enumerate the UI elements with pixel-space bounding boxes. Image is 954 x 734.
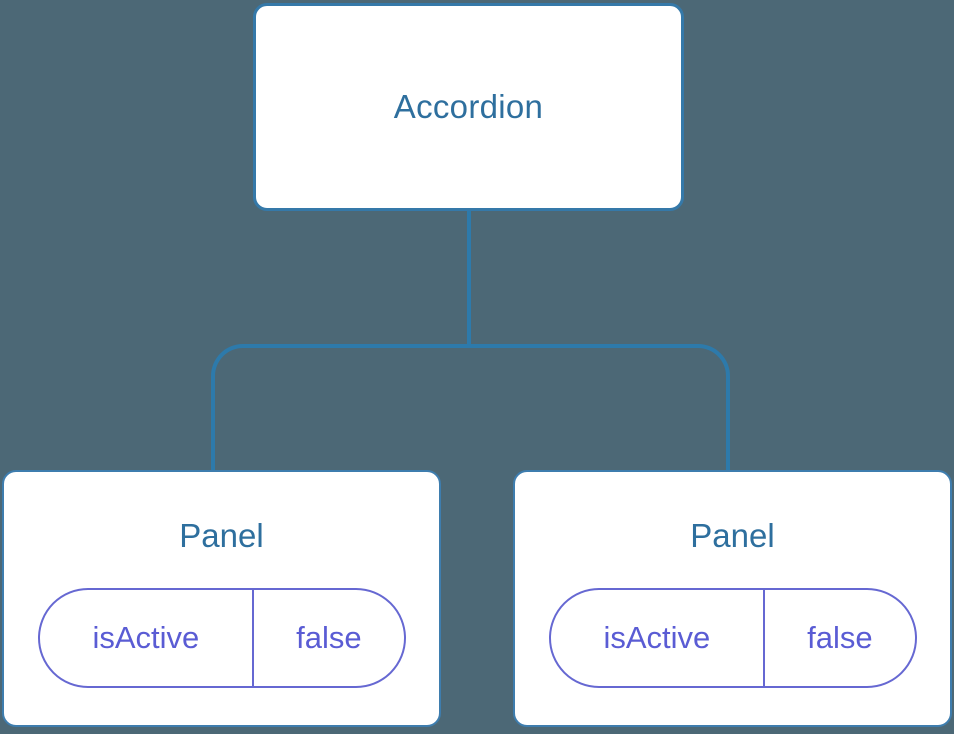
state-pill: isActive false — [37, 588, 406, 688]
panel-node-label: Panel — [690, 517, 775, 554]
state-key-cell: isActive — [551, 590, 766, 686]
state-value-label: false — [296, 620, 362, 655]
state-value-label: false — [807, 620, 873, 655]
panel-node-right: Panel isActive false — [513, 470, 952, 727]
connector-stem — [467, 211, 471, 347]
connector-bracket — [211, 344, 730, 470]
panel-node-left: Panel isActive false — [2, 470, 441, 727]
state-value-cell: false — [765, 590, 914, 686]
accordion-node: Accordion — [253, 3, 684, 211]
state-key-cell: isActive — [40, 590, 255, 686]
state-key-label: isActive — [92, 620, 200, 655]
state-key-label: isActive — [603, 620, 711, 655]
state-pill: isActive false — [548, 588, 917, 688]
accordion-node-label: Accordion — [393, 88, 544, 125]
panel-node-label: Panel — [179, 517, 264, 554]
state-value-cell: false — [254, 590, 403, 686]
